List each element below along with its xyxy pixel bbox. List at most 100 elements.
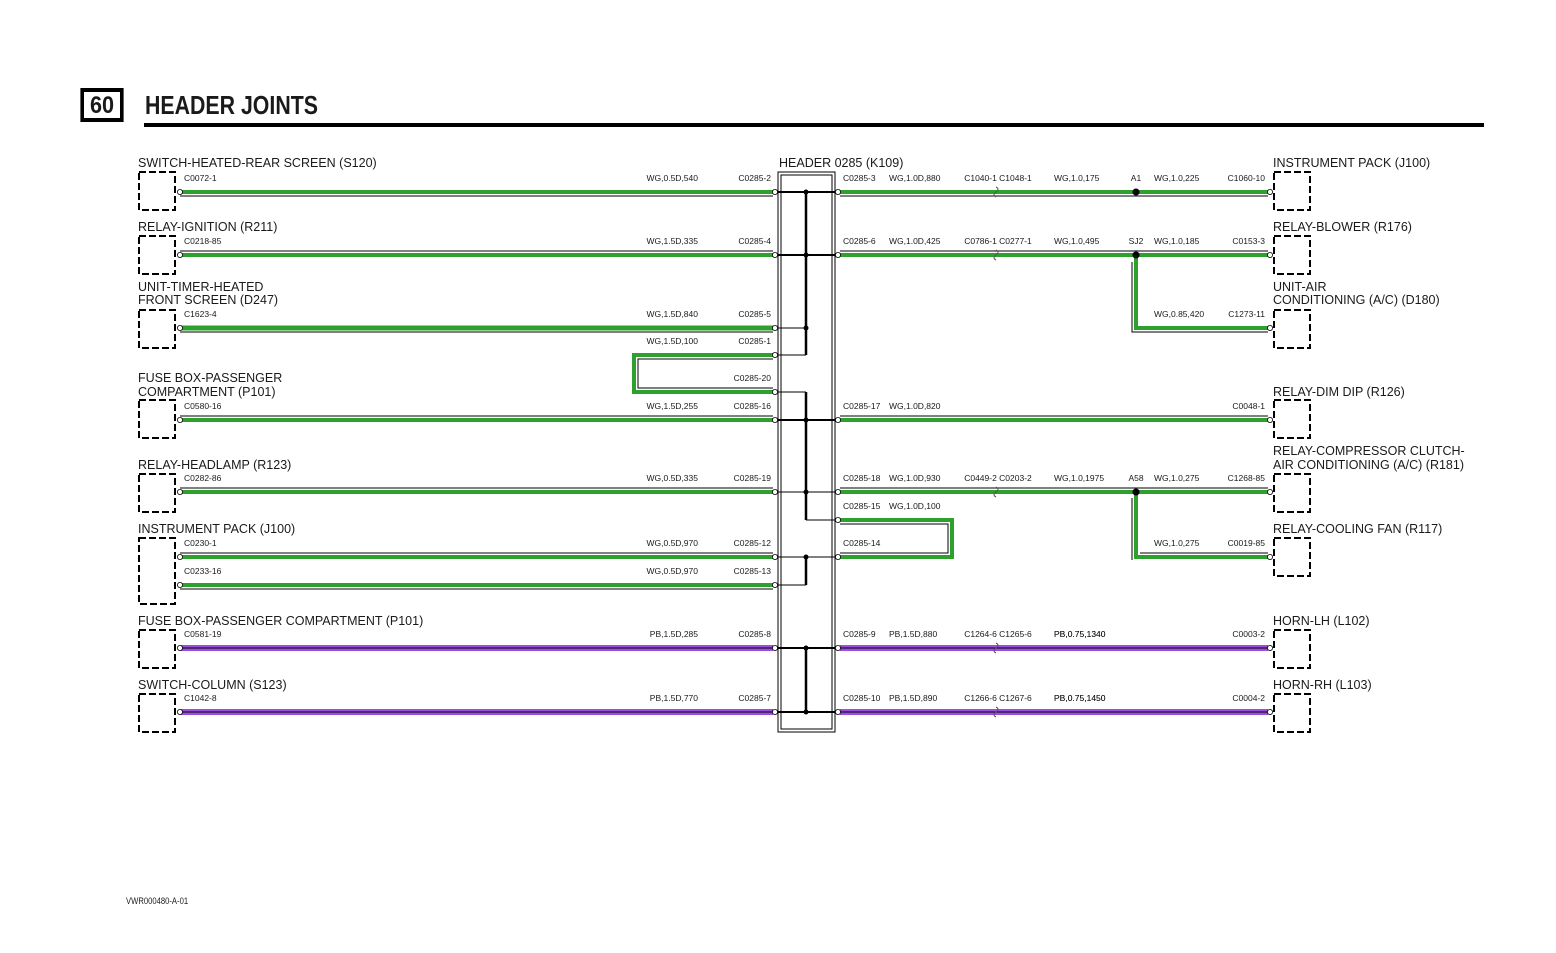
- pin-header-right: [835, 709, 842, 716]
- component-label: COMPARTMENT (P101): [138, 385, 276, 399]
- header-pin-label: C0285-9: [843, 629, 876, 639]
- component-r123: [138, 473, 176, 513]
- component-label: RELAY-COOLING FAN (R117): [1273, 522, 1442, 536]
- pin-right-comp: [1267, 554, 1274, 561]
- header-pin-label: C0285-17: [843, 401, 881, 411]
- junction-dot: [803, 709, 809, 715]
- wire-spec-label: PB,1.5D,285: [650, 629, 698, 639]
- component-r126: [1273, 399, 1311, 439]
- component-label: INSTRUMENT PACK (J100): [138, 522, 295, 536]
- component-label: FUSE BOX-PASSENGER COMPARTMENT (P101): [138, 614, 423, 628]
- pin-left-comp: [176, 416, 183, 423]
- wire-spec-label: WG,1.5D,100: [647, 336, 699, 346]
- pin-right-comp: [1267, 488, 1274, 495]
- header-pin-label: C0285-7: [738, 693, 771, 703]
- wire-loop-right-tracer: [840, 523, 949, 554]
- component-label: UNIT-AIR: [1273, 280, 1326, 294]
- pin-right-comp: [1267, 416, 1274, 423]
- component-r211: [138, 235, 176, 275]
- comp-pin-label: C0233-16: [184, 566, 222, 576]
- component-r117: [1273, 537, 1311, 577]
- component-label: AIR CONDITIONING (A/C) (R181): [1273, 458, 1464, 472]
- inline-connector-label: C1040-1 C1048-1: [964, 173, 1032, 183]
- wire-spec-label: WG,1.0,175: [1054, 173, 1100, 183]
- header-pin-label: C0285-8: [738, 629, 771, 639]
- component-label: RELAY-COMPRESSOR CLUTCH-: [1273, 444, 1465, 458]
- component-label: HORN-LH (L102): [1273, 614, 1370, 628]
- component-l103: [1273, 693, 1311, 733]
- component-l102: [1273, 629, 1311, 669]
- wire-spec-label: PB,0.75,1340: [1054, 629, 1106, 639]
- wire-spec-label: WG,0.5D,970: [647, 538, 699, 548]
- comp-pin-label: C0218-85: [184, 236, 222, 246]
- pin-left-comp: [176, 709, 183, 716]
- header-pin-label: C0285-2: [738, 173, 771, 183]
- component-s123: [138, 693, 176, 733]
- wire-spec-label: PB,1.5D,890: [889, 693, 937, 703]
- inline-connector-icon: [993, 249, 999, 261]
- wire-spec-label: WG,1.0D,425: [889, 236, 941, 246]
- component-label: FRONT SCREEN (D247): [138, 293, 278, 307]
- component-label: RELAY-HEADLAMP (R123): [138, 458, 291, 472]
- component-j100b: [1273, 171, 1311, 211]
- wire-spec-label: WG,0.5D,970: [647, 566, 699, 576]
- comp-pin-label: C0282-86: [184, 473, 222, 483]
- wire-spec-label: WG,1.0,225: [1154, 173, 1200, 183]
- pin-header-right: [835, 517, 842, 524]
- pin-right-comp: [1267, 709, 1274, 716]
- inline-connector-label: C1266-6 C1267-6: [964, 693, 1032, 703]
- pin-left-comp: [176, 188, 183, 195]
- component-label: RELAY-BLOWER (R176): [1273, 220, 1412, 234]
- splice-junction: [1132, 188, 1140, 196]
- splice-label: A58: [1128, 473, 1143, 483]
- wire-spec-label: WG,1.0,1975: [1054, 473, 1104, 483]
- comp-pin-label: C0230-1: [184, 538, 217, 548]
- component-label: FUSE BOX-PASSENGER: [138, 371, 282, 385]
- comp-pin-label: C0004-2: [1232, 693, 1265, 703]
- header-pin-label: C0285-10: [843, 693, 881, 703]
- pin-right-comp: [1267, 251, 1274, 258]
- pin-header-left: [772, 324, 779, 331]
- junction-dot: [803, 325, 809, 331]
- wire-spec-label: WG,1.5D,255: [647, 401, 699, 411]
- pin-header-left: [772, 351, 779, 358]
- splice-label: A1: [1131, 173, 1142, 183]
- wire-spec-label: WG,1.0,275: [1154, 473, 1200, 483]
- splice-junction: [1132, 488, 1140, 496]
- header-pin-label: C0285-3: [843, 173, 876, 183]
- pin-header-left: [772, 554, 779, 561]
- page-title: HEADER JOINTS: [145, 90, 318, 120]
- header-pin-label: C0285-20: [734, 373, 772, 383]
- component-d180: [1273, 309, 1311, 349]
- wire-spec-label: PB,0.75,1340: [1054, 629, 1106, 639]
- wire-loop-left-tracer: [637, 358, 773, 389]
- pin-left-comp: [176, 488, 183, 495]
- component-p101b: [138, 629, 176, 669]
- pin-right-comp: [1267, 645, 1274, 652]
- header-pin-label: C0285-13: [734, 566, 772, 576]
- junction-dot: [803, 417, 809, 423]
- component-p101a: [138, 399, 176, 439]
- comp-pin-label: C0048-1: [1232, 401, 1265, 411]
- header-label: HEADER 0285 (K109): [779, 156, 903, 170]
- component-label: RELAY-IGNITION (R211): [138, 220, 277, 234]
- wire-spec-label: WG,1.0D,880: [889, 173, 941, 183]
- component-r176: [1273, 235, 1311, 275]
- wire-spec-label: WG,1.5D,840: [647, 309, 699, 319]
- wire-spec-label: WG,0.5D,540: [647, 173, 699, 183]
- pin-right-comp: [1267, 324, 1274, 331]
- wire-spec-label: PB,1.5D,770: [650, 693, 698, 703]
- comp-pin-label: C1623-4: [184, 309, 217, 319]
- wire-spec-label: WG,1.0D,930: [889, 473, 941, 483]
- junction-dot: [803, 489, 809, 495]
- comp-pin-label: C0153-3: [1232, 236, 1265, 246]
- pin-left-comp: [176, 554, 183, 561]
- pin-header-left: [772, 416, 779, 423]
- comp-pin-label: C1268-85: [1228, 473, 1266, 483]
- junction-dot: [803, 252, 809, 258]
- wire-spec-label: WG,1.0D,820: [889, 401, 941, 411]
- splice-junction: [1132, 251, 1140, 259]
- component-label: HORN-RH (L103): [1273, 678, 1372, 692]
- page-number: 60: [89, 92, 115, 119]
